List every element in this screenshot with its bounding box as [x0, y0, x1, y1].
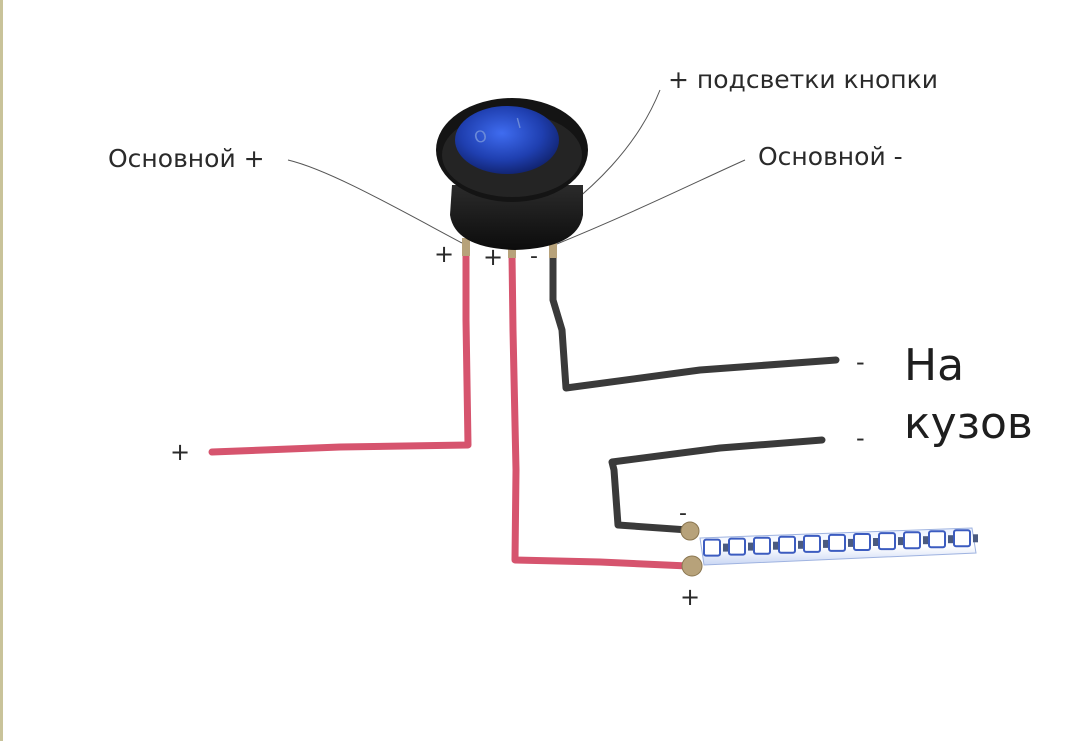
- led-resistor: [848, 538, 853, 547]
- label-strip-plus: +: [680, 583, 700, 611]
- led-chip: [803, 534, 821, 553]
- led-chip: [778, 535, 796, 554]
- led-resistor: [748, 542, 753, 551]
- switch-mark-on: I: [515, 116, 523, 133]
- led-chip: [903, 531, 921, 550]
- led-chip: [828, 533, 846, 552]
- led-resistor: [873, 538, 878, 546]
- led-resistor: [798, 540, 803, 549]
- led-chip: [728, 537, 746, 556]
- led-resistor: [898, 537, 903, 546]
- label-input-plus: +: [170, 438, 190, 466]
- led-chip: [753, 536, 771, 555]
- switch-body: [450, 185, 583, 250]
- dark-wire-strip-minus: [608, 436, 826, 534]
- switch-rocker: [455, 106, 559, 174]
- rocker-switch: O I: [436, 98, 588, 250]
- led-chips: [703, 529, 978, 557]
- red-wire-main-plus: [208, 248, 472, 456]
- label-to-body-line1: На: [904, 340, 964, 391]
- pin-main-minus: [549, 240, 557, 258]
- red-wire-backlight-plus: [508, 251, 692, 570]
- led-chip: [703, 538, 721, 557]
- strip-contact-plus: [681, 555, 703, 577]
- led-chip: [928, 530, 946, 549]
- led-strip: [699, 527, 978, 566]
- label-pin-minus: -: [530, 244, 538, 269]
- strip-contact-minus: [680, 521, 700, 541]
- led-chip: [853, 533, 871, 551]
- leader-main-plus: [287, 159, 463, 244]
- dark-wire-main-minus: [549, 251, 840, 392]
- led-resistor: [923, 536, 928, 545]
- left-edge-line: [0, 0, 3, 741]
- label-pin-plus-2: +: [483, 243, 503, 271]
- led-resistor: [973, 534, 978, 543]
- pin-main-plus: [462, 238, 470, 256]
- led-chip: [953, 529, 971, 548]
- label-main-plus: Основной +: [108, 144, 265, 173]
- led-resistor: [723, 543, 728, 552]
- label-to-body-line2: кузов: [904, 398, 1033, 449]
- leader-main-minus: [551, 159, 746, 247]
- led-resistor: [823, 539, 828, 548]
- label-strip-minus: -: [679, 501, 687, 526]
- label-backlight-plus: + подсветки кнопки: [668, 65, 938, 94]
- switch-mark-off: O: [472, 126, 489, 148]
- label-ground-minus-2: -: [856, 424, 865, 452]
- led-chip: [878, 532, 896, 551]
- label-ground-minus-1: -: [856, 348, 865, 376]
- led-resistor: [948, 535, 953, 544]
- label-main-minus: Основной -: [758, 142, 903, 171]
- label-pin-plus-1: +: [434, 240, 454, 268]
- led-resistor: [773, 541, 778, 550]
